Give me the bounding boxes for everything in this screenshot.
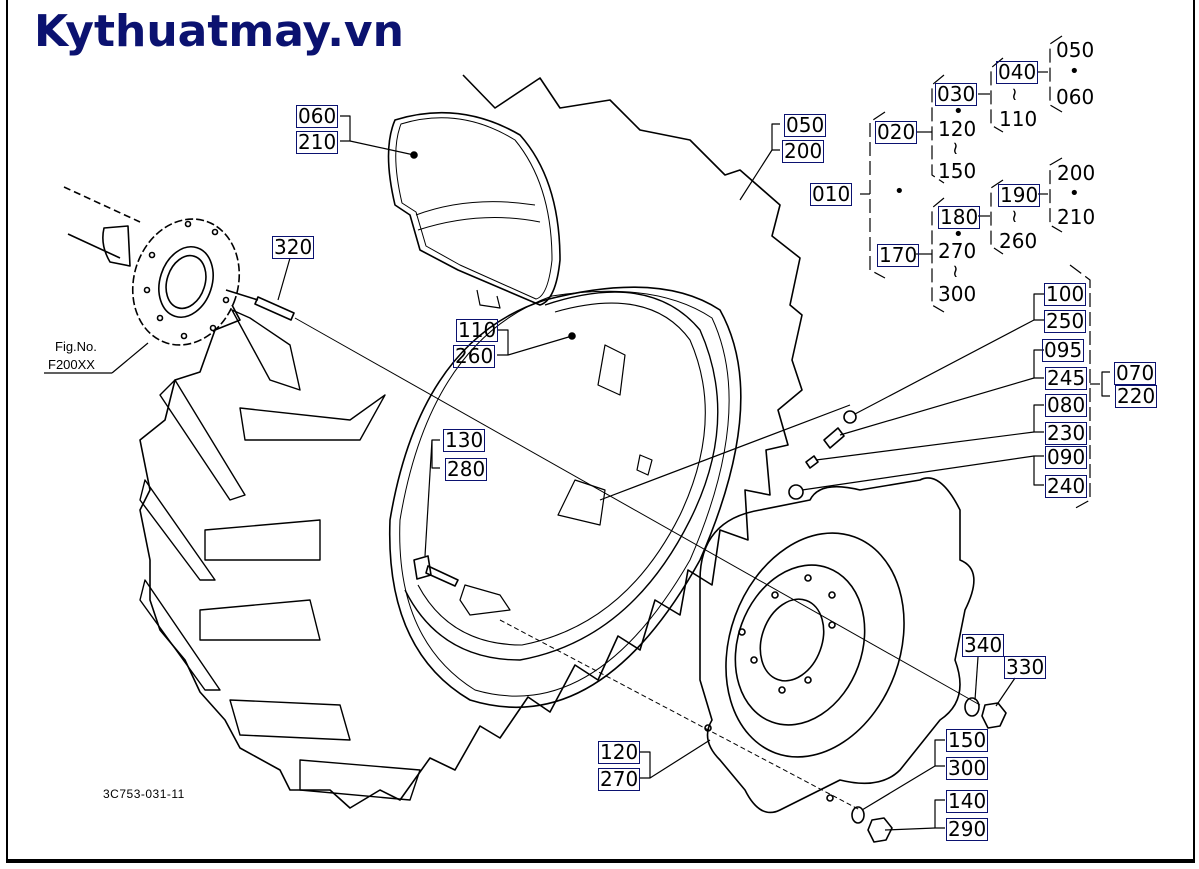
- callout-220[interactable]: 220: [1115, 384, 1158, 408]
- drawing-code: 3C753-031-11: [103, 787, 185, 801]
- callout-140[interactable]: 140: [946, 789, 989, 813]
- leader-lines: [44, 35, 1110, 831]
- tree-range-to-300: 300: [938, 282, 977, 306]
- callout-110[interactable]: 110: [456, 318, 499, 342]
- tree-dot: •: [1069, 61, 1080, 82]
- callout-090[interactable]: 090: [1045, 445, 1088, 469]
- tree-040[interactable]: 040: [996, 60, 1039, 84]
- tree-range-to-110: 110: [999, 107, 1038, 131]
- tree-alt-050: 050: [1056, 38, 1095, 62]
- tree-alt-200: 200: [1057, 161, 1096, 185]
- fig-number[interactable]: F200XX: [48, 357, 95, 372]
- drawing-frame: [6, 0, 1195, 863]
- tree-range-to-260: 260: [999, 229, 1038, 253]
- tree-170[interactable]: 170: [877, 243, 920, 267]
- tree-alt-210: 210: [1057, 205, 1096, 229]
- axle-shaft: [63, 186, 241, 346]
- callout-095[interactable]: 095: [1042, 338, 1085, 362]
- assembly-axis-line-lower: [499, 619, 861, 811]
- tree-alt-060: 060: [1056, 85, 1095, 109]
- tree-180[interactable]: 180: [938, 205, 981, 229]
- tree-tilde: ≀: [1011, 206, 1018, 227]
- stud-bolt: [225, 289, 295, 321]
- tree-190[interactable]: 190: [998, 183, 1041, 207]
- callout-200[interactable]: 200: [782, 139, 825, 163]
- hub-disc: [699, 477, 975, 814]
- tree-dot: •: [1069, 183, 1080, 204]
- callout-050[interactable]: 050: [784, 113, 827, 137]
- callout-320[interactable]: 320: [272, 235, 315, 259]
- tree-tilde: ≀: [952, 261, 959, 282]
- fig-label: Fig.No.: [55, 339, 97, 354]
- assembly-axis-line: [294, 317, 981, 706]
- callout-070[interactable]: 070: [1114, 361, 1157, 385]
- tire-inner-bead: [388, 286, 742, 709]
- tree-dot: •: [894, 181, 905, 202]
- callout-290[interactable]: 290: [946, 817, 989, 841]
- tree-tilde: ≀: [952, 138, 959, 159]
- wheel-cover: [387, 111, 561, 309]
- callout-100[interactable]: 100: [1044, 282, 1087, 306]
- tree-range-from-270: 270: [938, 239, 977, 263]
- callout-150[interactable]: 150: [946, 728, 989, 752]
- callout-280[interactable]: 280: [445, 457, 488, 481]
- wheel-rim: [404, 291, 719, 661]
- callout-230[interactable]: 230: [1045, 421, 1088, 445]
- valve-assembly: [788, 410, 857, 500]
- tree-dot: •: [953, 224, 964, 245]
- callout-270[interactable]: 270: [598, 767, 641, 791]
- tree-tilde: ≀: [1011, 84, 1018, 105]
- callout-080[interactable]: 080: [1045, 393, 1088, 417]
- callout-245[interactable]: 245: [1045, 366, 1088, 390]
- callout-120[interactable]: 120: [598, 740, 641, 764]
- tire-lugs: [139, 309, 421, 801]
- callout-340[interactable]: 340: [962, 633, 1005, 657]
- tree-020[interactable]: 020: [875, 120, 918, 144]
- callout-300[interactable]: 300: [946, 756, 989, 780]
- callout-210[interactable]: 210: [296, 130, 339, 154]
- tree-dot: •: [953, 101, 964, 122]
- rim-bolt: [413, 555, 459, 587]
- tree-range-from-120: 120: [938, 117, 977, 141]
- callout-250[interactable]: 250: [1044, 309, 1087, 333]
- tree-030[interactable]: 030: [935, 82, 978, 106]
- callout-260[interactable]: 260: [453, 344, 496, 368]
- callout-060[interactable]: 060: [296, 104, 339, 128]
- callout-240[interactable]: 240: [1045, 474, 1088, 498]
- callout-330[interactable]: 330: [1004, 655, 1047, 679]
- tree-range-to-150: 150: [938, 159, 977, 183]
- callout-130[interactable]: 130: [443, 428, 486, 452]
- brand-logo: Kythuatmay.vn: [34, 6, 404, 57]
- tree-root-010[interactable]: 010: [810, 182, 853, 206]
